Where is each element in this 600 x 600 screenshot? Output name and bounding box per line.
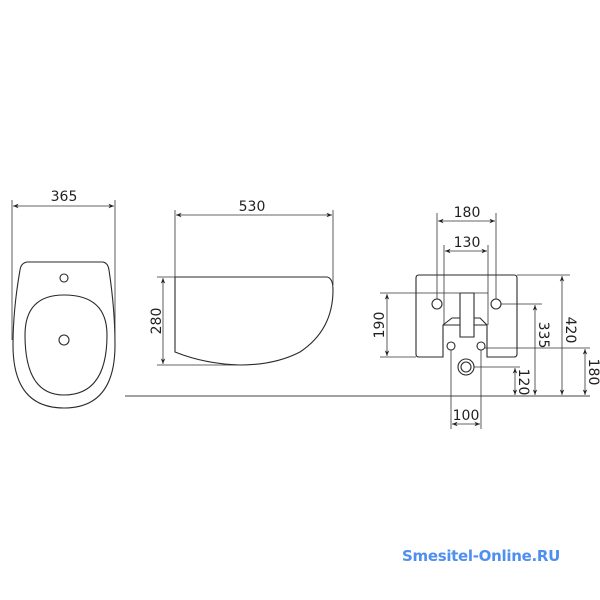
- back-view: 180 130 190 335 420 180 120 100: [372, 205, 600, 429]
- dim-bolt-height: 335: [535, 322, 551, 349]
- back-view-outline: [415, 274, 518, 358]
- dim-side-length: 530: [239, 199, 266, 215]
- side-view: 530 280: [149, 199, 334, 366]
- dim-top-width: 365: [51, 189, 78, 205]
- faucet-hole-icon: [59, 273, 69, 283]
- dim-inlet-height: 180: [585, 359, 600, 386]
- outlet-outer-icon: [457, 358, 475, 376]
- inlet-hole-icon: [446, 341, 456, 351]
- dim-inner-width: 130: [454, 235, 481, 251]
- dim-inlet-spacing: 100: [453, 408, 480, 424]
- back-slot: [442, 292, 488, 326]
- drain-hole-icon: [58, 334, 70, 346]
- top-view-outline: [12, 261, 116, 409]
- watermark: Smesitel-Online.RU: [402, 547, 560, 565]
- dim-body-height: 190: [372, 312, 388, 339]
- bolt-hole-icon: [431, 298, 443, 310]
- side-view-outline: [174, 276, 334, 366]
- dim-total-height: 420: [562, 317, 578, 344]
- dim-side-height: 280: [149, 308, 165, 335]
- dim-outlet-height: 120: [515, 369, 531, 396]
- dim-bolt-spacing: 180: [454, 205, 481, 221]
- top-view: 365: [11, 189, 116, 409]
- inlet-hole-icon: [476, 341, 486, 351]
- bowl-outline: [24, 294, 108, 396]
- bolt-hole-icon: [490, 298, 502, 310]
- outlet-inner-icon: [460, 361, 472, 373]
